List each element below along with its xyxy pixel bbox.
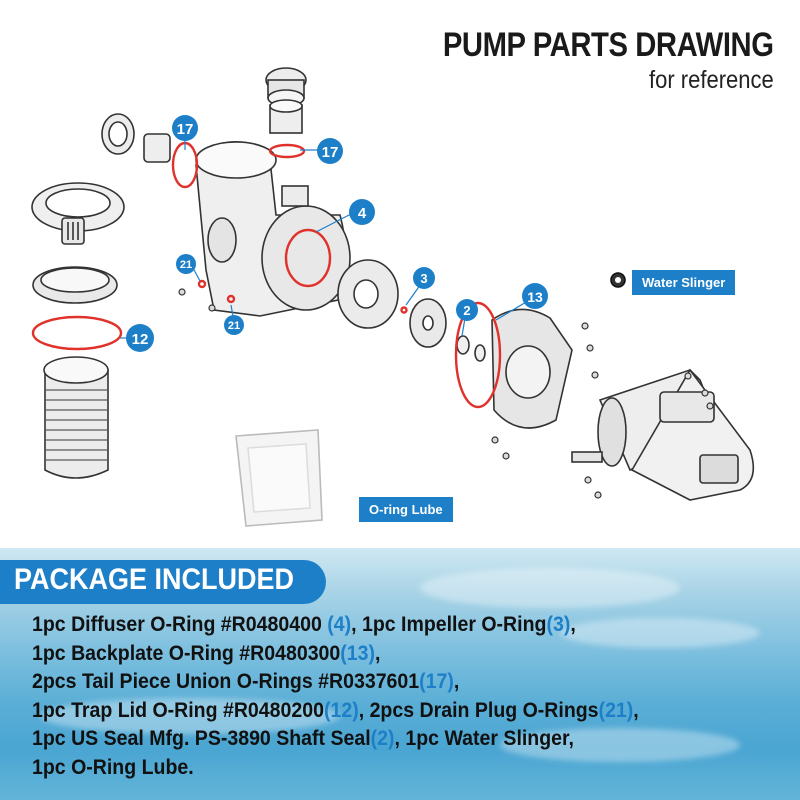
part-reference-number: (2) — [370, 727, 395, 750]
part-reference-number: (4) — [327, 613, 352, 636]
part-reference-number: (12) — [323, 698, 359, 722]
package-heading-banner — [0, 560, 326, 604]
backplate — [491, 308, 573, 429]
part-reference-number: (13) — [340, 641, 376, 665]
callout-3: 3 — [413, 267, 435, 289]
page-subtitle: for reference — [649, 66, 774, 94]
oring-12 — [31, 315, 123, 351]
package-line-text: 1pc O-Ring Lube. — [32, 755, 194, 779]
oring-13 — [454, 301, 502, 409]
callout-text-17b: 17 — [322, 144, 339, 161]
callout-text-21a: 21 — [180, 259, 192, 271]
package-contents-list: 1pc Diffuser O-Ring #R0480400 (4), 1pc I… — [32, 611, 748, 782]
package-line: 2pcs Tail Piece Union O-Rings #R0337601(… — [32, 668, 748, 697]
package-line-text: , — [633, 698, 639, 722]
package-heading: PACKAGE INCLUDED — [14, 563, 295, 596]
package-line-text: , 2pcs Drain Plug O-Rings — [358, 698, 599, 722]
pump-housing — [195, 141, 351, 317]
strainer-basket — [43, 356, 109, 479]
package-line: 1pc O-Ring Lube. — [32, 754, 748, 783]
diffuser — [337, 259, 399, 329]
callout-12: 12 — [126, 324, 154, 352]
callout-4: 4 — [349, 199, 375, 225]
package-line-text: , — [453, 670, 460, 693]
package-line-text: 1pc Diffuser O-Ring #R0480400 — [32, 613, 328, 636]
callout-17a: 17 — [172, 115, 198, 141]
strainer-lid-ring — [31, 182, 125, 245]
callout-text-4: 4 — [358, 205, 367, 222]
package-line: 1pc US Seal Mfg. PS-3890 Shaft Seal(2), … — [32, 725, 748, 754]
part-reference-number: (21) — [598, 698, 634, 722]
impeller — [409, 298, 447, 348]
package-line: 1pc Backplate O-Ring #R0480300(13), — [32, 640, 748, 669]
callout-text-2: 2 — [463, 303, 470, 318]
part-reference-number: (3) — [546, 613, 571, 636]
part-reference-number: (17) — [419, 670, 454, 693]
page-title: PUMP PARTS DRAWING — [443, 26, 774, 64]
callout-text-13: 13 — [527, 289, 543, 305]
package-line: 1pc Trap Lid O-Ring #R0480200(12), 2pcs … — [32, 697, 748, 726]
package-line-text: 1pc Trap Lid O-Ring #R0480200 — [32, 698, 324, 722]
callout-text-3: 3 — [420, 271, 427, 286]
package-line-text: 1pc Backplate O-Ring #R0480300 — [32, 641, 341, 665]
callout-21a: 21 — [176, 254, 196, 274]
callout-text-21b: 21 — [228, 320, 240, 332]
pump-parts-diagram: 17 17 4 21 21 3 2 13 12 — [31, 67, 755, 527]
callout-text-17a: 17 — [177, 121, 194, 138]
trap-lid — [32, 266, 118, 304]
callout-17b: 17 — [317, 138, 343, 164]
callout-13: 13 — [522, 283, 548, 309]
oring-lube-bag — [235, 429, 323, 527]
package-line-text: , 1pc Water Slinger, — [394, 727, 574, 750]
motor — [571, 368, 755, 501]
package-line-text: , — [375, 641, 381, 665]
package-line-text: , 1pc Impeller O-Ring — [351, 613, 547, 636]
package-line-text: 2pcs Tail Piece Union O-Rings #R0337601 — [32, 670, 420, 693]
package-line-text: , — [570, 613, 576, 636]
package-line: 1pc Diffuser O-Ring #R0480400 (4), 1pc I… — [32, 611, 748, 640]
water-slinger-label: Water Slinger — [632, 270, 736, 295]
callout-text-12: 12 — [132, 331, 149, 348]
union-nut-left — [101, 113, 171, 163]
callout-21b: 21 — [224, 315, 244, 335]
shaft-seal — [456, 335, 486, 362]
union-nut-top — [265, 67, 307, 134]
screws — [178, 288, 714, 499]
oring-lube-label: O-ring Lube — [359, 497, 453, 522]
oring-4 — [284, 228, 332, 288]
oring-17-top — [268, 143, 306, 159]
package-line-text: 1pc US Seal Mfg. PS-3890 Shaft Seal — [32, 727, 371, 750]
callout-2: 2 — [456, 299, 478, 321]
